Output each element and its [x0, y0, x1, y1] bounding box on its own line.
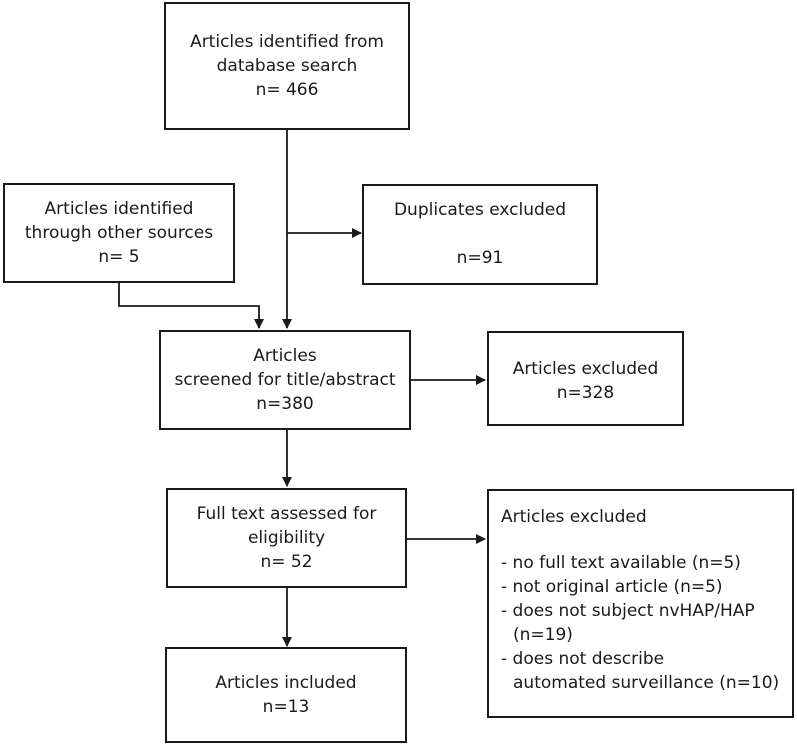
other-sources-line-2: through other sources	[24, 223, 214, 243]
full-text-count: n= 52	[260, 552, 313, 572]
excluded-full-text-heading: Articles excluded	[501, 507, 647, 527]
excluded-screening-box: Articles excluded n=328	[487, 331, 684, 426]
exclusion-reason-text: - does not subject nvHAP/HAP	[501, 601, 755, 621]
full-text-box: Full text assessed for eligibility n= 52	[166, 488, 407, 588]
included-label: Articles included	[215, 673, 357, 693]
database-search-count: n= 466	[255, 80, 319, 100]
exclusion-reasons-list: - no full text available (n=5) - not ori…	[501, 551, 779, 695]
other-sources-box: Articles identified through other source…	[3, 183, 235, 283]
screened-count: n=380	[256, 394, 314, 414]
exclusion-reason-text: - does not describe	[501, 649, 665, 669]
full-text-line-2: eligibility	[247, 528, 326, 548]
exclusion-reason: - does not describe automated surveillan…	[501, 647, 779, 695]
exclusion-reason-text: - no full text available (n=5)	[501, 553, 741, 573]
included-count: n=13	[262, 697, 310, 717]
exclusion-reason-continuation: (n=19)	[513, 625, 573, 645]
excluded-screening-count: n=328	[556, 383, 615, 403]
full-text-line-1: Full text assessed for	[196, 504, 377, 524]
other-sources-count: n= 5	[98, 247, 140, 267]
database-search-line-1: Articles identified from	[190, 32, 384, 52]
arrow-other-sources-to-screened	[118, 283, 264, 329]
excluded-full-text-box: Articles excluded - no full text availab…	[487, 489, 794, 718]
excluded-screening-label: Articles excluded	[512, 359, 659, 379]
database-search-box: Articles identified from database search…	[164, 2, 410, 130]
screened-box: Articles screened for title/abstract n=3…	[159, 330, 411, 430]
exclusion-reason: - no full text available (n=5)	[501, 551, 779, 575]
exclusion-reason: - not original article (n=5)	[501, 575, 779, 599]
duplicates-excluded-label: Duplicates excluded	[393, 200, 567, 220]
exclusion-reason-text: - not original article (n=5)	[501, 577, 723, 597]
duplicates-excluded-box: Duplicates excluded n=91	[362, 184, 598, 285]
other-sources-line-1: Articles identified	[44, 199, 194, 219]
duplicates-excluded-count: n=91	[456, 248, 504, 268]
database-search-line-2: database search	[216, 56, 358, 76]
included-box: Articles included n=13	[165, 647, 407, 743]
screened-line-2: screened for title/abstract	[174, 370, 396, 390]
exclusion-reason: - does not subject nvHAP/HAP (n=19)	[501, 599, 779, 647]
screened-line-1: Articles	[253, 346, 317, 366]
exclusion-reason-continuation: automated surveillance (n=10)	[513, 673, 780, 693]
